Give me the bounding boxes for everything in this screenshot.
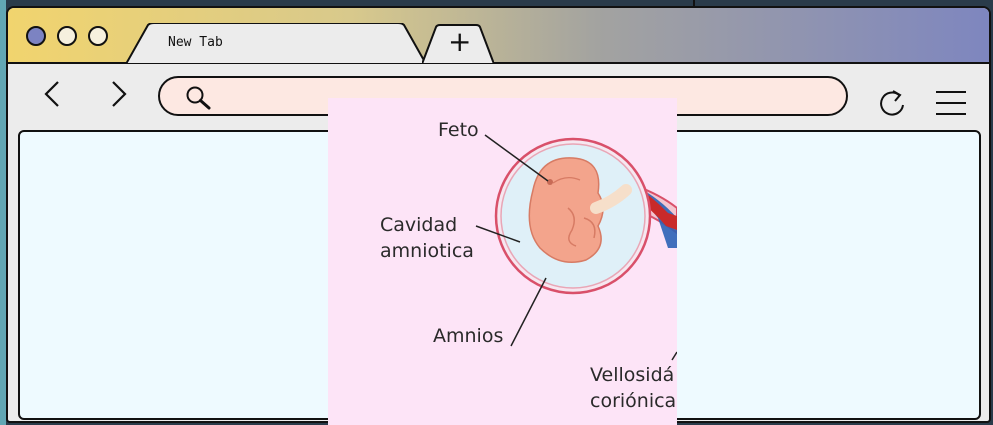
window-close-button[interactable] xyxy=(26,26,46,46)
label-cavidad-amniotica: Cavidad amniotica xyxy=(380,212,474,264)
tab-title: New Tab xyxy=(168,35,223,50)
label-feto: Feto xyxy=(438,117,479,143)
tab-new-tab[interactable]: New Tab xyxy=(126,23,426,64)
search-icon xyxy=(184,85,212,111)
window-maximize-button[interactable] xyxy=(88,26,108,46)
forward-button[interactable] xyxy=(103,76,133,112)
back-button[interactable] xyxy=(38,76,68,112)
chevron-left-icon xyxy=(38,76,68,112)
label-cavidad-line1: Cavidad xyxy=(380,212,474,238)
title-bar: New Tab + xyxy=(8,8,989,64)
label-vellosidades-corionicas: Vellosidá coriónica xyxy=(590,362,676,414)
window-minimize-button[interactable] xyxy=(57,26,77,46)
embryo-illustration: Feto Cavidad amniotica Amnios Vellosidá … xyxy=(328,98,677,425)
plus-icon: + xyxy=(448,26,471,58)
label-vellosidades-line2: coriónica xyxy=(590,388,676,414)
label-cavidad-line2: amniotica xyxy=(380,238,474,264)
menu-icon[interactable] xyxy=(934,88,968,118)
chevron-right-icon xyxy=(103,76,133,112)
label-amnios: Amnios xyxy=(433,323,503,349)
label-vellosidades-line1: Vellosidá xyxy=(590,362,676,388)
new-tab-button[interactable]: + xyxy=(422,24,494,64)
reload-icon[interactable] xyxy=(874,86,910,122)
